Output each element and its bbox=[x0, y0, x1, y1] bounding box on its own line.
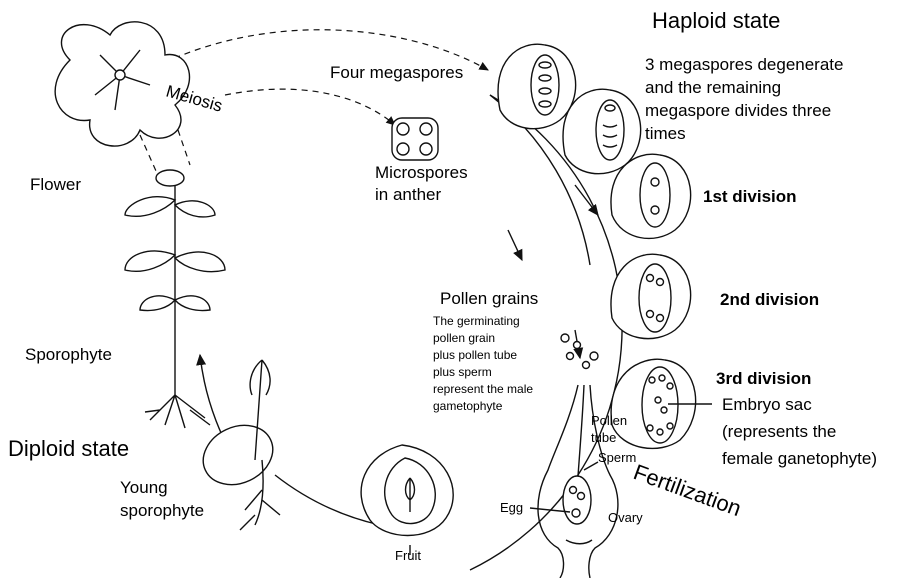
male-gametophyte-line-2: pollen grain bbox=[433, 331, 495, 345]
microspores-tetrad bbox=[392, 118, 438, 160]
diploid-state-label: Diploid state bbox=[8, 436, 129, 461]
meiosis-arrow-to-microspores bbox=[225, 89, 395, 125]
four-megaspores-label: Four megaspores bbox=[330, 63, 463, 82]
first-division-ovule bbox=[611, 154, 691, 238]
microspores-line-1: Microspores bbox=[375, 163, 468, 182]
cycle-arrow-right-mid bbox=[508, 230, 522, 260]
male-gametophyte-line-5: represent the male bbox=[433, 382, 533, 396]
young-sporophyte-line-2: sporophyte bbox=[120, 501, 204, 520]
young-sporophyte-line-1: Young bbox=[120, 478, 168, 497]
sporophyte-plant-illustration bbox=[125, 170, 225, 428]
first-division-label: 1st division bbox=[703, 187, 797, 206]
male-gametophyte-line-4: plus sperm bbox=[433, 365, 492, 379]
flower-label: Flower bbox=[30, 175, 81, 194]
zoom-line-left bbox=[140, 135, 160, 180]
young-sporophyte-illustration bbox=[194, 360, 283, 530]
zoom-line-right bbox=[178, 130, 190, 165]
pollen-grains-label: Pollen grains bbox=[440, 289, 538, 308]
cycle-arrow-right-top bbox=[575, 185, 598, 215]
pollen-tube-line-2: tube bbox=[591, 430, 616, 445]
ovary-label: Ovary bbox=[608, 510, 643, 525]
microspores-line-2: in anther bbox=[375, 185, 441, 204]
pollen-tube-line-1: Pollen bbox=[591, 413, 627, 428]
embryo-sac-line-2: (represents the bbox=[722, 422, 836, 441]
male-gametophyte-line-1: The germinating bbox=[433, 314, 520, 328]
embryo-sac-line-1: Embryo sac bbox=[722, 395, 812, 414]
third-division-label: 3rd division bbox=[716, 369, 811, 388]
haploid-state-label: Haploid state bbox=[652, 8, 780, 33]
degenerate-line-3: megaspore divides three bbox=[645, 101, 831, 120]
fruit-label: Fruit bbox=[395, 548, 421, 563]
degenerate-line-4: times bbox=[645, 124, 686, 143]
degenerate-line-1: 3 megaspores degenerate bbox=[645, 55, 843, 74]
degenerate-line-2: and the remaining bbox=[645, 78, 781, 97]
male-gametophyte-line-3: plus pollen tube bbox=[433, 348, 517, 362]
fruit-illustration bbox=[361, 445, 453, 555]
embryo-sac-line-3: female ganetophyte) bbox=[722, 449, 877, 468]
four-megaspores-ovule bbox=[498, 44, 576, 128]
second-division-label: 2nd division bbox=[720, 290, 819, 309]
egg-label: Egg bbox=[500, 500, 523, 515]
fertilization-label: Fertilization bbox=[630, 459, 744, 521]
male-gametophyte-line-6: gametophyte bbox=[433, 399, 503, 413]
sperm-label: Sperm bbox=[598, 450, 636, 465]
sporophyte-label: Sporophyte bbox=[25, 345, 112, 364]
second-division-ovule bbox=[611, 254, 691, 338]
